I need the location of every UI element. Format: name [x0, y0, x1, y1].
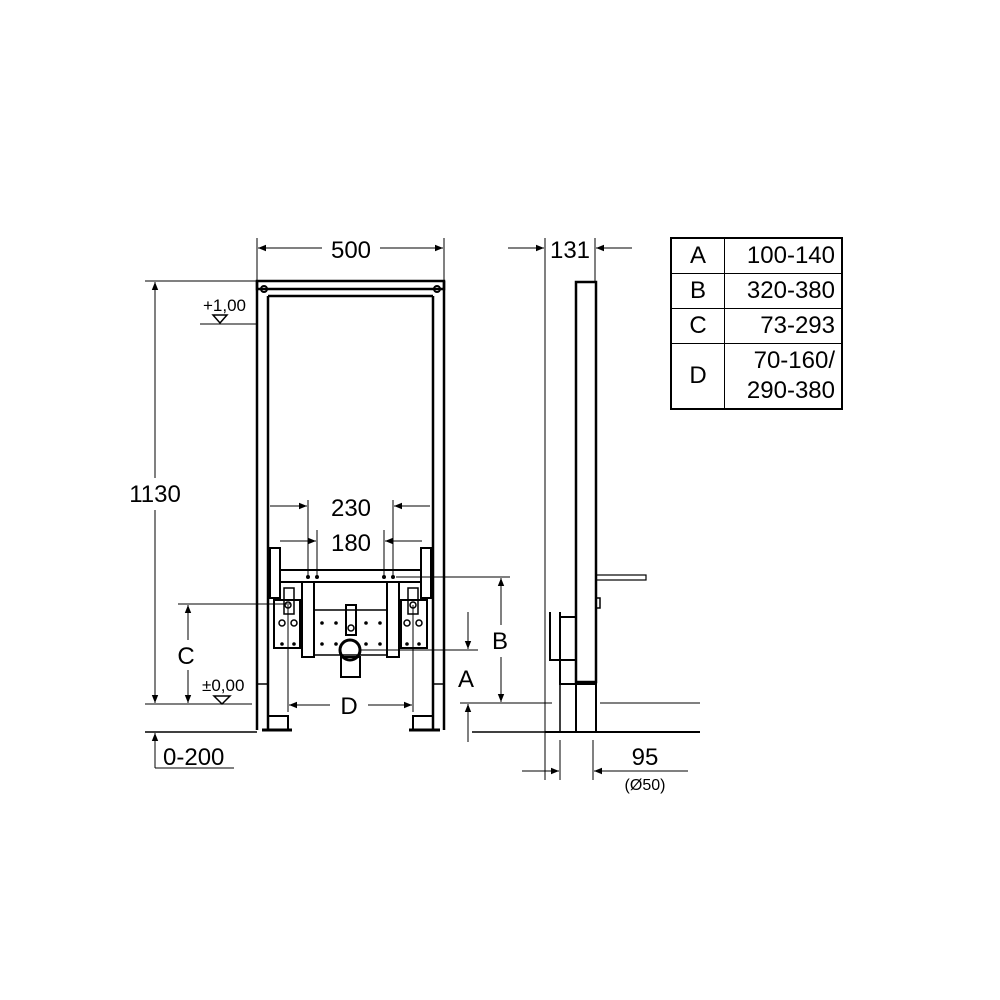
table-value: 70-160/ 290-380	[724, 343, 843, 410]
table-row: B 320-380	[670, 273, 843, 309]
dim-c-label: C	[177, 643, 194, 670]
table-value: 73-293	[724, 308, 843, 344]
front-view	[145, 238, 560, 769]
table-key: C	[670, 308, 725, 344]
table-value: 100-140	[724, 237, 843, 274]
table-key: D	[670, 343, 725, 410]
table-key: B	[670, 273, 725, 309]
pipe-diameter-label: (Ø50)	[625, 777, 666, 794]
spacing-230-label: 230	[331, 495, 371, 522]
spacing-180-label: 180	[331, 530, 371, 557]
table-key: A	[670, 237, 725, 274]
table-row: A 100-140	[670, 237, 843, 274]
dimension-table: A 100-140 B 320-380 C 73-293 D 70-160/ 2…	[670, 237, 843, 410]
height-label: 1130	[129, 481, 181, 508]
table-value-line1: 70-160/	[753, 347, 835, 374]
table-row: D 70-160/ 290-380	[670, 343, 843, 410]
pipe-offset-label: 95	[632, 744, 659, 771]
depth-label: 131	[550, 237, 590, 264]
table-value-line2: 290-380	[746, 377, 835, 404]
table-value: 320-380	[724, 273, 843, 309]
side-view	[500, 238, 700, 780]
level-floor-label: ±0,00	[202, 676, 244, 695]
dim-a-label: A	[458, 666, 474, 693]
table-row: C 73-293	[670, 308, 843, 344]
dim-b-label: B	[492, 628, 508, 655]
dim-d-label: D	[340, 693, 357, 720]
floor-adjust-label: 0-200	[163, 744, 224, 771]
level-top-label: +1,00	[203, 296, 246, 315]
width-label: 500	[331, 237, 371, 264]
